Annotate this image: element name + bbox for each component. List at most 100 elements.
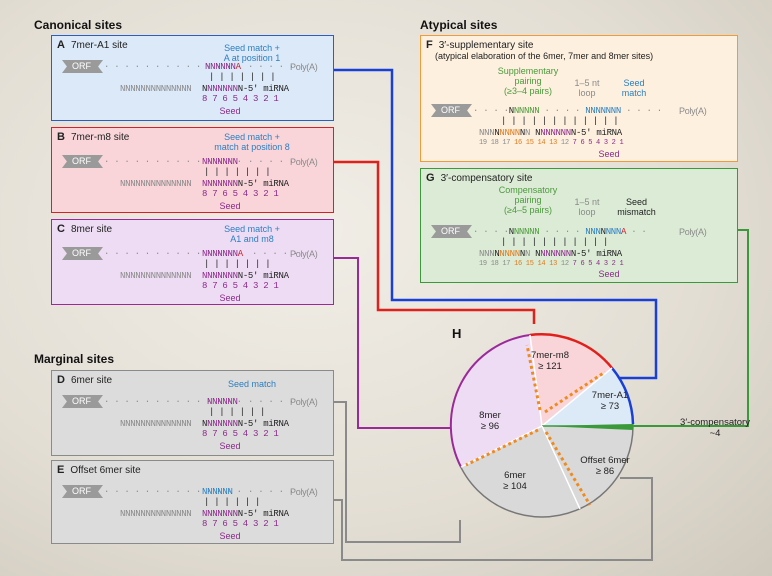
orf-label: ORF (62, 395, 103, 408)
position-numbers: 8 7 6 5 4 3 2 1 (202, 429, 279, 439)
panel-note: Seed match +match at position 8 (214, 132, 290, 152)
mirna-tail: NNNNNNNNNNNNNN (120, 419, 192, 429)
mrna-site: NNNNNN (202, 487, 233, 497)
polya-label: Poly(A) (290, 397, 318, 407)
pairing-bars: | | | | | | | (209, 72, 276, 82)
mirna-seq: NNNNNNNNNN NNNNNNNN-5′ miRNA (479, 128, 622, 138)
orf-label: ORF (62, 155, 103, 168)
seed-label: Seed (219, 201, 241, 211)
mirna-seed: NNNNNNNN-5′ miRNA (202, 84, 289, 94)
pairing-bars: | | | | | | | | | | | (501, 237, 609, 247)
position-numbers: 8 7 6 5 4 3 2 1 (202, 519, 279, 529)
polya-label: Poly(A) (290, 487, 318, 497)
mirna-tail: NNNNNNNNNNNNNN (120, 179, 192, 189)
position-numbers: 8 7 6 5 4 3 2 1 (202, 281, 279, 291)
pie-label-8mer: 8mer≥ 96 (479, 410, 501, 432)
orf-label: ORF (62, 247, 103, 260)
pie-slice-7mer-m8 (530, 334, 612, 426)
section-canonical-title: Canonical sites (34, 18, 123, 32)
position-numbers: 8 7 6 5 4 3 2 1 (202, 94, 279, 104)
mrna-dots-right: · · · · · (252, 249, 298, 259)
mirna-positions: 19 18 17 16 15 14 13 12 7 6 5 4 3 2 1 (479, 139, 624, 147)
mrna-site: NNNNNN (207, 397, 238, 407)
polya-label: Poly(A) (679, 106, 707, 116)
mrna-dots-left: · · · · · · · · · · · · · · (104, 249, 242, 259)
orange-hatch (465, 344, 606, 506)
pie-label-7mer-a1: 7mer-A1≥ 73 (591, 390, 629, 412)
mirna-seq: NNNNNNNNNN NNNNNNNN-5′ miRNA (479, 249, 622, 259)
mrna-dots-left: · · · · · · · · · · · · · · (104, 487, 242, 497)
mirna-tail: NNNNNNNNNNNNNN (120, 509, 192, 519)
connector-offset-6mer (334, 477, 653, 561)
mirna-seed: NNNNNNNN-5′ miRNA (202, 179, 289, 189)
polya-label: Poly(A) (290, 157, 318, 167)
panel-note: Seed match (227, 379, 277, 389)
connector-7mer-a1 (334, 68, 658, 380)
mrna-dots-right: · · · · · (248, 487, 294, 497)
mirna-tail: NNNNNNNNNNNNNN (120, 84, 192, 94)
mirna-seed: NNNNNNNN-5′ miRNA (202, 271, 289, 281)
pie-letter: H (452, 326, 462, 341)
seed-label: Seed (219, 441, 241, 451)
mrna-site: NNNNNNN (202, 157, 238, 167)
connector-3p-compensatory (610, 229, 749, 427)
mirna-seed: NNNNNNNN-5′ miRNA (202, 419, 289, 429)
mrna-site: NNNNNNA (205, 62, 241, 72)
pie-label-6mer: 6mer≥ 104 (503, 470, 527, 492)
orf-label: ORF (62, 60, 103, 73)
section-atypical-title: Atypical sites (420, 18, 498, 32)
pie-label-3p-compensatory: 3′-compensatory~4 (680, 417, 750, 439)
position-numbers: 8 7 6 5 4 3 2 1 (202, 189, 279, 199)
polya-label: Poly(A) (679, 227, 707, 237)
pie-chart (449, 333, 635, 518)
mrna-site: NNNNNNNA (202, 249, 243, 259)
pie-label-offset-6mer: Offset 6mer≥ 86 (580, 455, 630, 477)
section-marginal-title: Marginal sites (34, 352, 115, 366)
panel-note: Seed match +A1 and m8 (224, 224, 280, 244)
mrna-dots-right: · · · · · (248, 62, 294, 72)
pairing-bars: | | | | | | (209, 407, 266, 417)
seed-label: Seed (598, 149, 620, 159)
mrna-dots-right: · · · · · (248, 397, 294, 407)
mrna-dots-left: · · · · · · · · · · · · · · (104, 62, 242, 72)
mrna-site: · · · ·NNNNNN · · · · NNNNNNNA · · (473, 227, 647, 237)
mrna-site: · · · ·NNNNNN · · · · NNNNNNN · · · · (473, 106, 662, 116)
pie-slice-8mer (450, 335, 542, 467)
mirna-seed: NNNNNNNN-5′ miRNA (202, 509, 289, 519)
pairing-bars: | | | | | | (204, 497, 261, 507)
panel-note: Seed match +A at position 1 (223, 43, 281, 63)
mrna-dots-right: · · · · · (248, 157, 294, 167)
connector-7mer-m8 (334, 160, 536, 324)
seed-label: Seed (219, 293, 241, 303)
mrna-dots-left: · · · · · · · · · · · · · · (104, 157, 242, 167)
mrna-dots-left: · · · · · · · · · · · · · · (104, 397, 242, 407)
pairing-bars: | | | | | | | | | | | | (501, 116, 619, 126)
panel-subtitle: (atypical elaboration of the 6mer, 7mer … (435, 51, 654, 61)
pairing-bars: | | | | | | | (204, 259, 271, 269)
polya-label: Poly(A) (290, 249, 318, 259)
polya-label: Poly(A) (290, 62, 318, 72)
orf-label: ORF (62, 485, 103, 498)
seed-label: Seed (219, 106, 241, 116)
seed-label: Seed (219, 531, 241, 541)
